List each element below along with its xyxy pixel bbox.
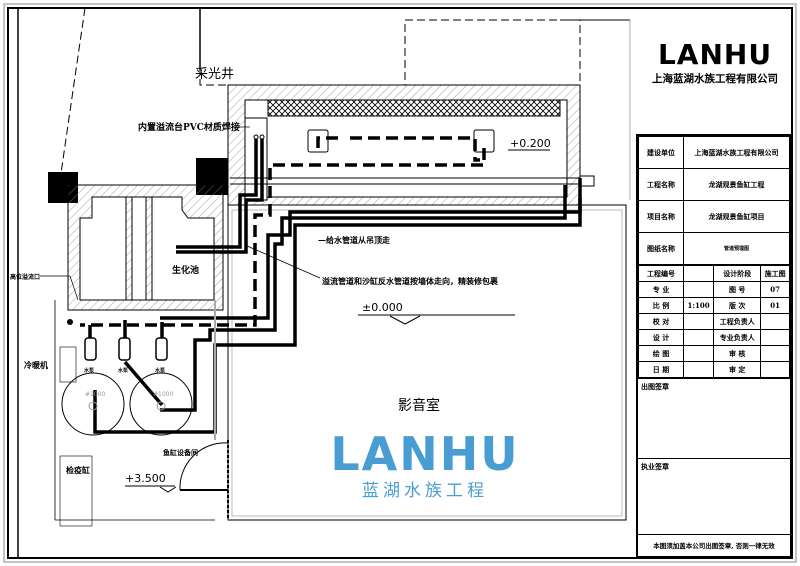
equipment-room: 冷暖机 水泵 水泵 水泵 #1000 #1000 鱼缸设备间 检疫缸 +3.50… [24, 300, 229, 527]
light-well: 采光井 [59, 7, 631, 200]
overflow-note: 溢流管道和沙缸反水管道按墙体走向，精装修包裹 [322, 276, 499, 286]
quarantine-tank [59, 455, 93, 527]
license-label: 执业签章 [641, 462, 669, 471]
grid-cell [682, 329, 715, 346]
watermark-brand: LANHU [330, 427, 520, 481]
title-row-label: 图纸名称 [638, 232, 684, 265]
grid-cell: 版 次 [713, 297, 762, 314]
grid-cell: 专业负责人 [713, 329, 762, 346]
title-row-value: 管道预埋图 [683, 232, 790, 265]
pump-label: 水泵 [83, 367, 95, 374]
level-zero-marker [389, 315, 421, 325]
pump-2: 水泵 [117, 337, 131, 374]
pump-3: 水泵 [154, 337, 168, 374]
grid-cell: 工程负责人 [713, 313, 762, 330]
sheet-outer-border [3, 3, 797, 563]
grid-cell [682, 265, 715, 282]
stamp-area: 出图签章 [638, 378, 790, 458]
level-low: +3.500 [125, 472, 166, 485]
grid-cell: 日 期 [638, 361, 684, 378]
grid-cell: 审 定 [713, 361, 762, 378]
title-row-value: 龙湖观景鱼缸工程 [683, 168, 790, 201]
grid-cell: 图 号 [713, 281, 762, 298]
grid-cell: 设 计 [638, 329, 684, 346]
grid-cell: 施工图 [760, 265, 790, 282]
overflow-note-leader [244, 244, 321, 279]
footer-note: 本图须加盖本公司出图签章, 否则一律无效 [638, 534, 790, 554]
water-supply-note: —给水管道从吊顶走 [318, 235, 391, 245]
watermark-subtitle: 蓝湖水族工程 [362, 481, 488, 501]
sand-filter-label: #1000 [85, 391, 105, 398]
grid-cell: 校 对 [638, 313, 684, 330]
pump-label: 水泵 [154, 367, 166, 374]
grid-cell [760, 313, 790, 330]
light-well-label: 采光井 [195, 67, 234, 82]
watermark: LANHU 蓝湖水族工程 [300, 427, 550, 501]
quarantine-tank-label: 检疫缸 [66, 465, 90, 475]
sand-filter-1: #1000 [61, 372, 125, 436]
title-block: 建设单位上海蓝湖水族工程有限公司 工程名称龙湖观景鱼缸工程 项目名称龙湖观景鱼缸… [636, 134, 792, 558]
bio-tank: 生化池 高位溢流口 [10, 184, 224, 325]
level-zero: ±0.000 [362, 301, 403, 314]
chiller-box [59, 346, 77, 383]
grid-cell [682, 281, 715, 298]
level-top: +0.200 [510, 137, 551, 150]
pipes [80, 136, 582, 434]
grid-cell [760, 361, 790, 378]
grid-row: 绘 图审 核 [638, 345, 790, 362]
bio-tank-label: 生化池 [172, 264, 199, 276]
door-swing [179, 442, 229, 491]
title-row: 建设单位上海蓝湖水族工程有限公司 [638, 136, 790, 169]
title-row-label: 建设单位 [638, 136, 684, 169]
equipment-room-label: 鱼缸设备间 [163, 448, 198, 457]
grid-row: 校 对 工程负责人 [638, 313, 790, 330]
title-info-table: 建设单位上海蓝湖水族工程有限公司 工程名称龙湖观景鱼缸工程 项目名称龙湖观景鱼缸… [638, 136, 790, 265]
grid-cell [760, 345, 790, 362]
pvc-pipe-label: 内置溢流台PVC材质焊接 [138, 121, 240, 133]
chiller-label: 冷暖机 [24, 360, 48, 370]
logo-brand: LANHU [657, 38, 773, 71]
pipe-inlet [259, 134, 265, 140]
sand-filter-label: #1000 [153, 391, 173, 398]
grid-row: 日 期审 定 [638, 361, 790, 378]
grid-cell: 比 例 [638, 297, 684, 314]
grid-cell [682, 313, 715, 330]
title-row-label: 工程名称 [638, 168, 684, 201]
grid-cell [682, 361, 715, 378]
pipe-inlet [253, 134, 259, 140]
grid-cell [760, 329, 790, 346]
license-stamp-area: 执业签章 [638, 458, 790, 534]
grid-cell: 设计阶段 [713, 265, 762, 282]
title-row-label: 项目名称 [638, 200, 684, 233]
pump-1: 水泵 [83, 337, 97, 374]
stamp-label: 出图签章 [641, 382, 669, 391]
title-row: 项目名称龙湖观景鱼缸项目 [638, 200, 790, 233]
sand-filter-2: #1000 [129, 372, 193, 436]
sheet-border [7, 7, 793, 559]
grid-cell: 01 [760, 297, 790, 314]
grid-row: 工程编号 设计阶段施工图 [638, 265, 790, 282]
logo-company-name: 上海蓝湖水族工程有限公司 [652, 73, 778, 85]
pump-label: 水泵 [117, 367, 129, 374]
company-logo: LANHU 上海蓝湖水族工程有限公司 [640, 38, 790, 86]
theater-room-label: 影音室 [398, 397, 440, 414]
title-row: 图纸名称管道预埋图 [638, 232, 790, 265]
grid-cell: 07 [760, 281, 790, 298]
theater-room: 影音室 [227, 204, 627, 521]
title-row-value: 龙湖观景鱼缸项目 [683, 200, 790, 233]
title-row-value: 上海蓝湖水族工程有限公司 [683, 136, 790, 169]
title-row: 工程名称龙湖观景鱼缸工程 [638, 168, 790, 201]
grid-cell: 绘 图 [638, 345, 684, 362]
tank-room-wall: +0.200 [227, 84, 595, 206]
grid-cell: 1:100 [682, 297, 715, 314]
high-overflow-label: 高位溢流口 [10, 273, 40, 281]
grid-cell: 工程编号 [638, 265, 684, 282]
grid-cell [682, 345, 715, 362]
grid-cell: 审 核 [713, 345, 762, 362]
grid-cell: 专 业 [638, 281, 684, 298]
grid-row: 设 计 专业负责人 [638, 329, 790, 346]
